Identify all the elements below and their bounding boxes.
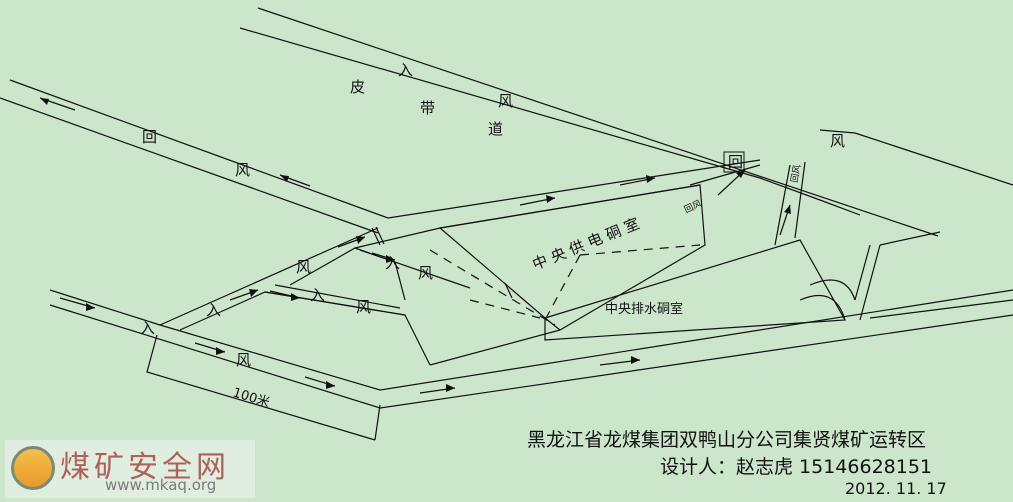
intake-label: 风: [418, 264, 433, 282]
intake-airways: [49, 227, 1013, 409]
return-box-frame: [723, 151, 745, 173]
drain-room-label: 中央排水硐室: [605, 301, 683, 317]
belt-road-label: 道: [488, 120, 503, 138]
intake-label: 风: [296, 258, 311, 276]
return-wind-label: 风: [830, 132, 845, 150]
intake-label: 入: [206, 301, 221, 319]
air-door-icon: [371, 226, 513, 299]
belt-road-label: 皮: [350, 78, 365, 96]
intake-label: 风: [356, 298, 371, 316]
belt-road: [239, 7, 1013, 237]
right-shafts: [689, 161, 1013, 321]
power-room: [438, 184, 706, 331]
return-airway: [0, 79, 761, 234]
return-label: 回: [142, 128, 157, 146]
return-small-label: 回风: [789, 164, 803, 184]
return-small-label: 回风: [683, 198, 704, 216]
drain-room: [544, 239, 846, 341]
watermark-logo-icon: [11, 446, 55, 490]
return-label: 风: [235, 161, 250, 179]
watermark-url: www.mkaq.org: [105, 476, 217, 494]
dashed-passages: [429, 244, 701, 326]
title-block-date: 2012. 11. 17: [845, 479, 947, 498]
airflow-arrows: [39, 97, 791, 394]
intake-label: 入: [310, 286, 325, 304]
intake-label: 风: [236, 351, 251, 369]
power-room-label: 中 央 供 电 硐 室: [530, 214, 642, 273]
return-box-label: 回: [728, 153, 743, 171]
title-block-designer: 设计人：赵志虎 15146628151: [660, 456, 933, 478]
watermark-name: 煤矿安全网: [60, 450, 230, 485]
title-block-title: 黑龙江省龙煤集团双鸭山分公司集贤煤矿运转区: [527, 429, 927, 451]
scale-bar: [146, 334, 381, 441]
intake-label: 入: [140, 319, 155, 337]
intake-label: 入: [398, 61, 413, 79]
scale-label: 100米: [231, 385, 272, 410]
intake-label: 风: [498, 92, 513, 110]
watermark: 煤矿安全网 www.mkaq.org: [5, 440, 255, 498]
intake-label: 入: [385, 254, 400, 272]
belt-road-label: 带: [420, 99, 435, 117]
